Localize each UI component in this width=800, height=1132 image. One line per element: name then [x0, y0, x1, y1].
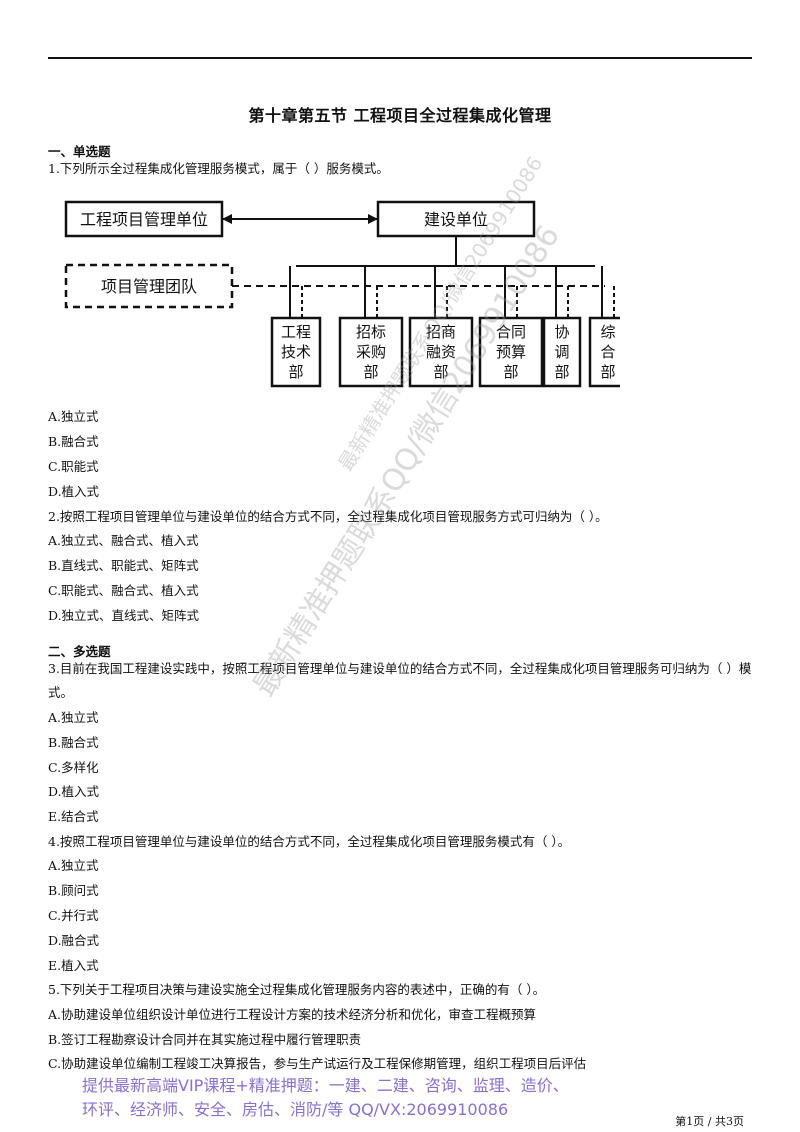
question-1-stem: 1.下列所示全过程集成化管理服务模式，属于（ ）服务模式。: [48, 161, 389, 176]
q3-option-a: A.独立式: [48, 710, 99, 725]
footer-ad-line-1: 提供最新高端VIP课程+精准押题：一建、二建、咨询、监理、造价、: [82, 1076, 569, 1095]
q3-option-e: E.结合式: [48, 809, 99, 824]
dept-label: 招标: [356, 323, 386, 341]
dept-label: 技术: [281, 343, 311, 361]
pm-unit-box: [64, 200, 224, 238]
q1-option-c: C.职能式: [48, 459, 99, 474]
dept-label: 预算: [496, 343, 526, 361]
q4-option-d: D.融合式: [48, 933, 100, 948]
dept-box: [478, 316, 544, 388]
q2-option-b: B.直线式、职能式、矩阵式: [48, 558, 199, 573]
q4-option-c: C.并行式: [48, 908, 99, 923]
owner-label: 建设单位: [424, 210, 488, 229]
q5-option-c: C.协助建设单位编制工程竣工决算报告，参与生产试运行及工程保修期管理，组织工程项…: [48, 1056, 587, 1071]
q3-option-b: B.融合式: [48, 735, 99, 750]
page-title: 第十章第五节 工程项目全过程集成化管理: [248, 106, 552, 125]
dept-label: 调: [554, 343, 569, 361]
dept-label: 融资: [426, 343, 456, 361]
question-5-stem: 5.下列关于工程项目决策与建设实施全过程集成化管理服务内容的表述中，正确的有（ …: [48, 982, 546, 997]
dept-label: 部: [554, 363, 569, 381]
dept-box: [270, 316, 322, 388]
dept-label: 采购: [356, 343, 386, 361]
question-2-stem: 2.按照工程项目管理单位与建设单位的结合方式不同，全过程集成化项目管现服务方式可…: [48, 509, 608, 524]
q4-option-e: E.植入式: [48, 958, 99, 973]
q5-option-b: B.签订工程勘察设计合同并在其实施过程中履行管理职责: [48, 1032, 362, 1047]
pm-team-label: 项目管理团队: [101, 277, 197, 296]
dept-label: 部: [363, 363, 378, 381]
q2-option-d: D.独立式、直线式、矩阵式: [48, 608, 200, 623]
q2-option-a: A.独立式、融合式、植入式: [48, 533, 199, 548]
q5-option-a: A.协助建设单位组织设计单位进行工程设计方案的技术经济分析和优化，审查工程概预算: [48, 1007, 537, 1022]
section-heading-single: 一、单选题: [48, 144, 111, 159]
q3-option-d: D.植入式: [48, 784, 100, 799]
dept-box: [408, 316, 474, 388]
dept-label: 部: [288, 363, 303, 381]
pm-unit-label: 工程项目管理单位: [80, 210, 208, 229]
dept-label: 部: [503, 363, 518, 381]
footer-ad-line-2: 环评、经济师、安全、房估、消防/等 QQ/VX:2069910086: [82, 1100, 509, 1119]
q4-option-b: B.顾问式: [48, 883, 99, 898]
dept-label: 招商: [426, 323, 456, 341]
dept-label: 合同: [496, 323, 526, 341]
arrow-head-left: [222, 214, 232, 224]
q4-option-a: A.独立式: [48, 858, 99, 873]
section-heading-multi: 二、多选题: [48, 644, 111, 659]
header-rule: [48, 57, 752, 59]
question-4-stem: 4.按照工程项目管理单位与建设单位的结合方式不同，全过程集成化项目管理服务模式有…: [48, 834, 571, 849]
dept-box: [542, 316, 582, 388]
q1-option-a: A.独立式: [48, 409, 99, 424]
q1-option-d: D.植入式: [48, 484, 100, 499]
dept-label: 工程: [281, 323, 311, 341]
dept-label: 合: [600, 343, 615, 361]
q2-option-c: C.职能式、融合式、植入式: [48, 583, 199, 598]
dept-label: 部: [433, 363, 448, 381]
question-3-stem: 3.目前在我国工程建设实践中，按照工程项目管理单位与建设单位的结合方式不同，全过…: [48, 661, 752, 700]
dept-box: [338, 316, 404, 388]
arrow-head-right: [368, 214, 378, 224]
q3-option-c: C.多样化: [48, 760, 99, 775]
dept-label: 综: [600, 323, 615, 341]
q1-option-b: B.融合式: [48, 434, 99, 449]
page-number: 第1页 / 共3页: [675, 1115, 744, 1128]
dept-label: 部: [600, 363, 615, 381]
dept-box: [588, 316, 620, 388]
dept-label: 协: [554, 323, 569, 341]
